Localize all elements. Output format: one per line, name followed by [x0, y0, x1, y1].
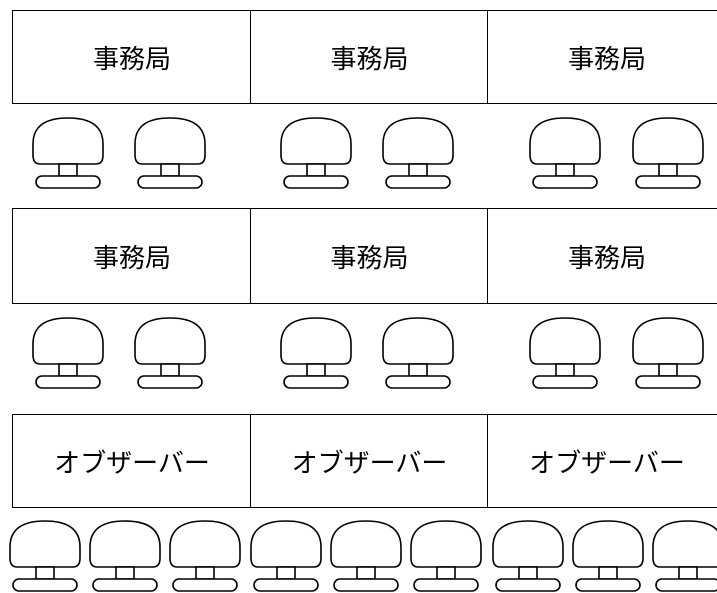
table-row2-3: 事務局: [487, 208, 717, 304]
table-row1-2: 事務局: [250, 10, 489, 104]
chair-icon: [134, 112, 206, 190]
table-row3-1: オブザーバー: [12, 414, 252, 508]
table-row2-1: 事務局: [12, 208, 252, 304]
table-row1-3: 事務局: [487, 10, 717, 104]
chair-icon: [280, 312, 352, 390]
table-label: 事務局: [330, 44, 409, 75]
table-label: オブザーバー: [291, 448, 448, 479]
table-label: オブザーバー: [529, 448, 685, 479]
chair-icon: [492, 515, 564, 593]
chair-icon: [32, 112, 104, 190]
chair-icon: [134, 312, 206, 390]
chair-icon: [169, 515, 241, 593]
table-row3-2: オブザーバー: [250, 414, 489, 508]
chair-icon: [529, 112, 601, 190]
chair-icon: [410, 515, 482, 593]
table-label: 事務局: [92, 44, 171, 75]
table-label: オブザーバー: [54, 448, 210, 479]
table-label: 事務局: [567, 243, 646, 274]
chair-icon: [382, 312, 454, 390]
table-label: 事務局: [330, 243, 409, 274]
table-label: 事務局: [567, 44, 646, 75]
table-row2-2: 事務局: [250, 208, 489, 304]
chair-icon: [382, 112, 454, 190]
chair-icon: [250, 515, 322, 593]
chair-icon: [32, 312, 104, 390]
table-row1-1: 事務局: [12, 10, 252, 104]
chair-icon: [632, 312, 704, 390]
table-row3-3: オブザーバー: [487, 414, 717, 508]
chair-icon: [652, 515, 717, 593]
chair-icon: [632, 112, 704, 190]
chair-icon: [89, 515, 161, 593]
chair-icon: [330, 515, 402, 593]
chair-icon: [9, 515, 81, 593]
chair-icon: [572, 515, 644, 593]
chair-icon: [529, 312, 601, 390]
chair-icon: [280, 112, 352, 190]
table-label: 事務局: [92, 243, 171, 274]
